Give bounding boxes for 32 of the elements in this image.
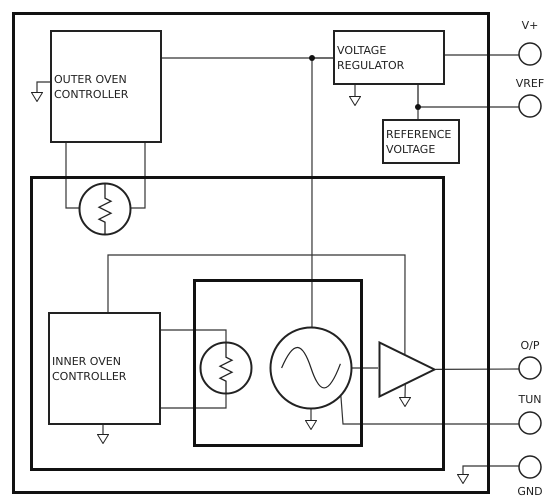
reference-block [382, 119, 460, 164]
wire [107, 254, 406, 354]
pin-label: TUN [518, 392, 542, 407]
wire [436, 368, 520, 370]
pin-label: V+ [522, 18, 538, 33]
wire [462, 465, 520, 474]
wire [65, 143, 80, 209]
wire [310, 409, 312, 420]
block-label: REFERENCE VOLTAGE [386, 126, 452, 156]
wire [36, 81, 50, 92]
pin-label: VREF [516, 76, 544, 91]
module-enclosure [12, 12, 490, 494]
wire [445, 54, 520, 56]
wire [404, 384, 406, 398]
block-label: INNER OVEN CONTROLLER [52, 354, 128, 384]
wire [161, 329, 227, 342]
wire [354, 85, 356, 96]
wire [340, 396, 520, 425]
regulator-block [333, 30, 445, 85]
pin-label: GND [517, 484, 543, 499]
wire [161, 394, 227, 409]
inner-oven-enclosure [30, 176, 445, 471]
wire [311, 57, 333, 327]
block-label: OUTER OVEN CONTROLLER [54, 72, 130, 102]
pin-label: O/P [520, 338, 540, 353]
controller-block [48, 312, 161, 425]
wire [417, 85, 419, 119]
wire [130, 143, 146, 209]
block-label: VOLTAGE REGULATOR [337, 42, 406, 72]
wire [352, 367, 378, 369]
crystal-enclosure [193, 279, 363, 447]
controller-block [50, 30, 162, 143]
